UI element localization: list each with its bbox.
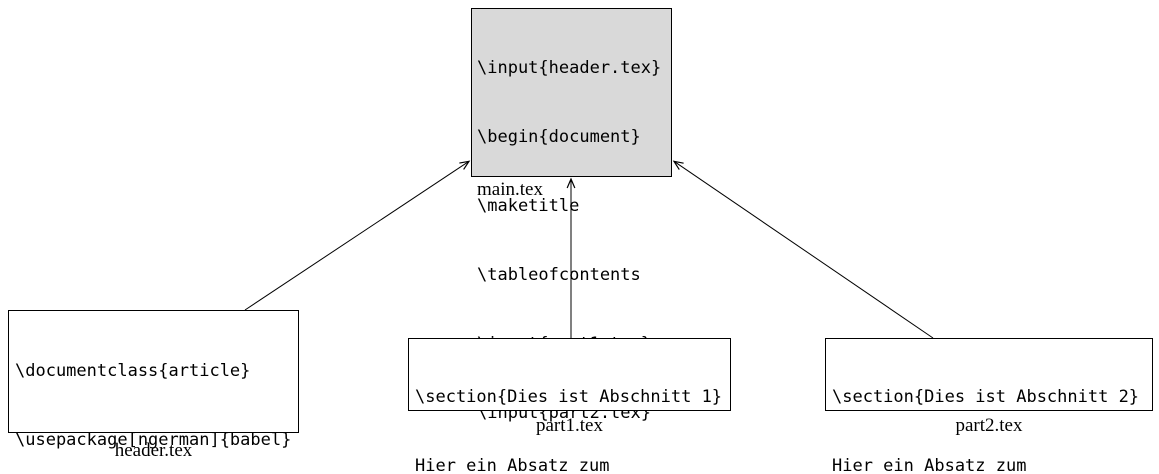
node-label-main-tex: main.tex bbox=[477, 179, 543, 200]
code-line: \tableofcontents bbox=[477, 265, 641, 285]
node-header-tex: \documentclass{article} \usepackage[nger… bbox=[8, 310, 299, 450]
code-line: \begin{document} bbox=[477, 127, 641, 147]
code-line: \input{header.tex} bbox=[477, 58, 662, 78]
code-line: \section{Dies ist Abschnitt 1} bbox=[415, 387, 723, 407]
code-line: Hier ein Absatz zum bbox=[832, 456, 1027, 474]
code-line: \usepackage[ngerman]{babel} bbox=[15, 430, 292, 450]
node-main-tex: \input{header.tex} \begin{document} \mak… bbox=[471, 8, 672, 474]
edge-part2-to-main bbox=[672, 160, 934, 339]
node-label-part1-tex: part1.tex bbox=[535, 415, 603, 436]
node-label-header-tex: header.tex bbox=[114, 440, 193, 461]
code-line: \maketitle bbox=[477, 196, 580, 216]
node-label-part2-tex: part2.tex bbox=[955, 415, 1023, 436]
code-line: \section{Dies ist Abschnitt 2} bbox=[832, 387, 1140, 407]
node-part2-tex: \section{Dies ist Abschnitt 2} Hier ein … bbox=[825, 338, 1153, 474]
code-line: \end{document} bbox=[477, 471, 666, 474]
edge-header-to-main bbox=[244, 160, 471, 311]
code-line: \documentclass{article} bbox=[15, 361, 251, 381]
node-part1-tex: \section{Dies ist Abschnitt 1} Hier ein … bbox=[408, 338, 731, 474]
code-line: Hier ein Absatz zum bbox=[415, 456, 610, 474]
